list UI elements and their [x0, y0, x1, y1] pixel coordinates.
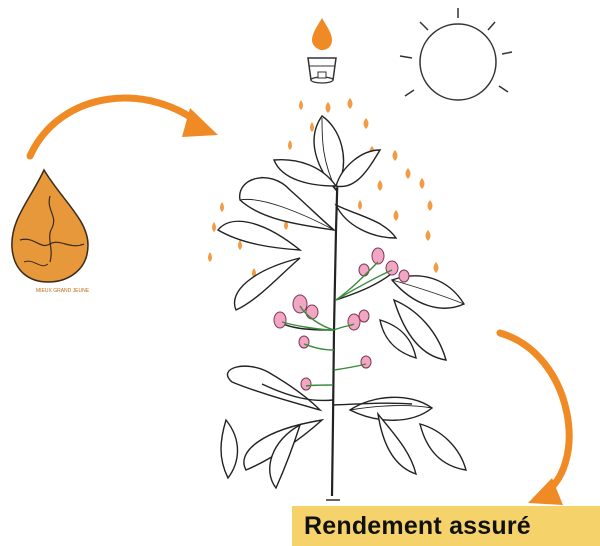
flowers: [273, 247, 410, 391]
orange-drop-icon: MIEUX GRAND JEUNE: [11, 168, 90, 294]
yield-banner: Rendement assuré: [292, 506, 600, 546]
flower-stems: [281, 261, 393, 387]
sun-icon: [399, 8, 513, 101]
plant-illustration: [216, 115, 467, 501]
drop-logo-text: MIEUX GRAND JEUNE: [36, 288, 90, 294]
nozzle-icon: [307, 57, 337, 84]
arrow-top-left: [26, 94, 218, 160]
arrow-bottom-right: [496, 329, 573, 505]
yield-caption: Rendement assuré: [304, 511, 531, 540]
liquid-drop-icon: [312, 18, 332, 50]
